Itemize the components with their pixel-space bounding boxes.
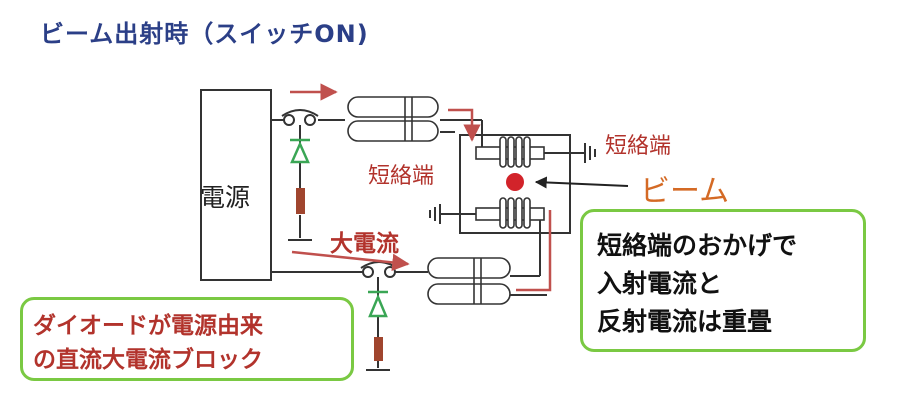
beam-label: ビーム [640,174,730,209]
note-right-line1: 短絡端のおかげで [597,231,798,260]
note-box-left: ダイオードが電源由来 の直流大電流ブロック [20,297,354,381]
top-diode [290,138,310,164]
top-switch [281,109,319,126]
note-right-line3: 反射電流は重畳 [597,307,773,336]
bottom-switch [360,261,398,278]
short-end-right [544,143,596,163]
current-arrows [290,83,552,292]
bottom-diode [368,290,388,318]
bottom-coax [427,257,511,305]
note-right-line2: 入射電流と [597,269,723,298]
power-supply-box [200,89,272,281]
beam-pointer-arrow [534,176,629,189]
beam-dot [506,173,524,191]
short-end-label-right: 短絡端 [605,134,672,159]
bottom-resistor [374,337,383,361]
top-resistor [296,188,305,214]
power-supply-label: 電源 [200,183,251,212]
diagram-title: ビーム出射時（スイッチON) [40,20,369,48]
top-coax [347,96,439,142]
kicker-upper-coil [475,136,545,168]
kicker-lower-coil [475,197,545,229]
note-box-right: 短絡端のおかげで 入射電流と 反射電流は重畳 [580,209,866,352]
short-end-label-middle: 短絡端 [368,164,435,189]
note-left-line2: の直流大電流ブロック [33,347,263,373]
short-end-left [429,204,476,224]
note-left-line1: ダイオードが電源由来 [33,313,263,339]
large-current-label: 大電流 [330,231,399,257]
